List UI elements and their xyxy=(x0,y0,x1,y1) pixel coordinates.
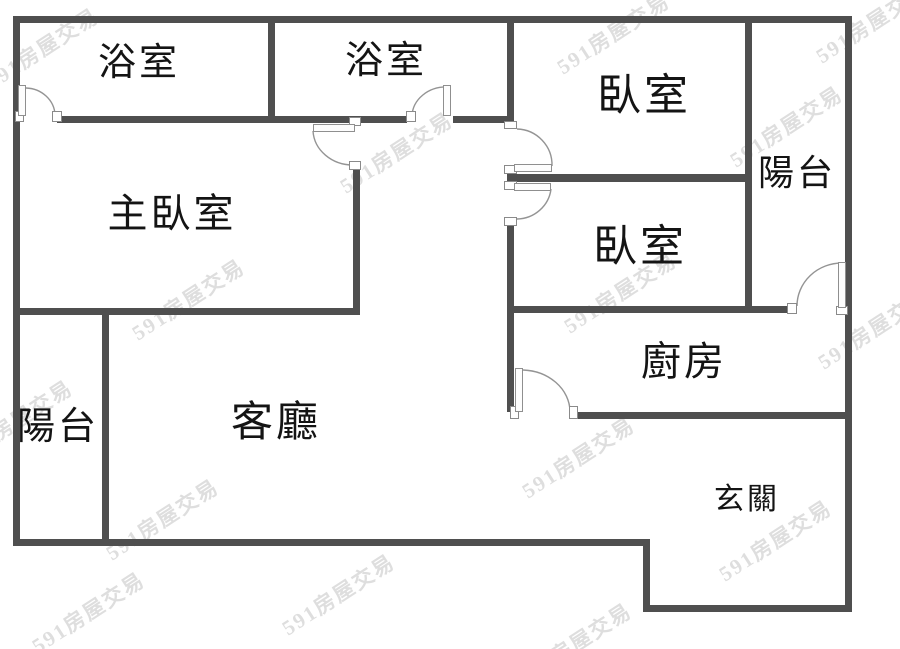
wall-entry-step xyxy=(643,539,650,612)
bedroom-lower-door-frame-b xyxy=(504,217,517,226)
room-label-balcony-left: 陽台 xyxy=(16,406,100,448)
wall-master-right xyxy=(353,167,360,315)
room-label-living-room: 客廳 xyxy=(230,400,322,446)
wall-entry-bottom xyxy=(643,605,852,612)
wall-kitchen-bottom xyxy=(577,412,852,419)
master-door-frame-bottom xyxy=(349,161,361,170)
bathroom1-door-arc xyxy=(25,87,56,116)
room-label-entry: 玄關 xyxy=(714,483,780,516)
wall-hall-vertical-upper xyxy=(507,22,514,122)
bedroom-top-door-frame-a xyxy=(504,121,517,129)
room-label-bathroom-1: 浴室 xyxy=(97,42,181,84)
wall-outer-left xyxy=(13,16,20,546)
wall-master-bottom xyxy=(13,308,360,315)
bedroom-lower-door-arc xyxy=(516,188,552,220)
wall-balcony-left-divider xyxy=(102,313,109,546)
bathroom2-door-leaf xyxy=(443,85,451,116)
kitchen-door-arc xyxy=(522,369,571,412)
wall-outer-top xyxy=(13,16,852,23)
kitchen-door-frame-left xyxy=(510,406,519,419)
wall-bathroom-bottom-east xyxy=(453,116,514,123)
balcony-door-leaf xyxy=(838,262,846,308)
bedroom-top-door-leaf xyxy=(514,164,552,172)
bathroom1-door-frame-right xyxy=(52,111,62,122)
bedroom-lower-door-leaf xyxy=(514,183,551,191)
bathroom2-door-arc xyxy=(411,86,448,117)
kitchen-door-frame-right xyxy=(569,406,578,419)
master-door-arc xyxy=(312,130,354,166)
wall-kitchen-top xyxy=(507,306,788,313)
kitchen-door-leaf xyxy=(515,368,523,412)
room-label-bedroom-lower: 臥室 xyxy=(593,222,687,271)
bedroom-top-door-arc xyxy=(516,128,553,167)
wall-bedroom-balcony-divider xyxy=(745,22,752,313)
wall-outer-right xyxy=(845,16,852,612)
master-door-frame-top xyxy=(349,117,361,126)
balcony-door-arc xyxy=(796,262,843,307)
room-label-kitchen: 廚房 xyxy=(641,339,727,384)
wall-living-bottom xyxy=(13,539,650,546)
room-label-balcony-right: 陽台 xyxy=(757,153,837,193)
bathroom1-door-leaf xyxy=(18,85,26,116)
balcony-door-frame xyxy=(787,303,797,314)
room-label-bedroom-top: 臥室 xyxy=(597,71,691,120)
room-label-bathroom-2: 浴室 xyxy=(344,40,428,82)
wall-hall-vertical-lower xyxy=(507,220,514,412)
wall-bathroom-divider xyxy=(268,22,275,116)
wall-bathroom-bottom-west xyxy=(57,116,407,123)
room-label-master-bedroom: 主臥室 xyxy=(107,191,237,236)
bathroom2-door-frame xyxy=(406,111,416,122)
wall-bedroom-divider xyxy=(507,174,747,182)
master-door-leaf xyxy=(313,124,355,132)
